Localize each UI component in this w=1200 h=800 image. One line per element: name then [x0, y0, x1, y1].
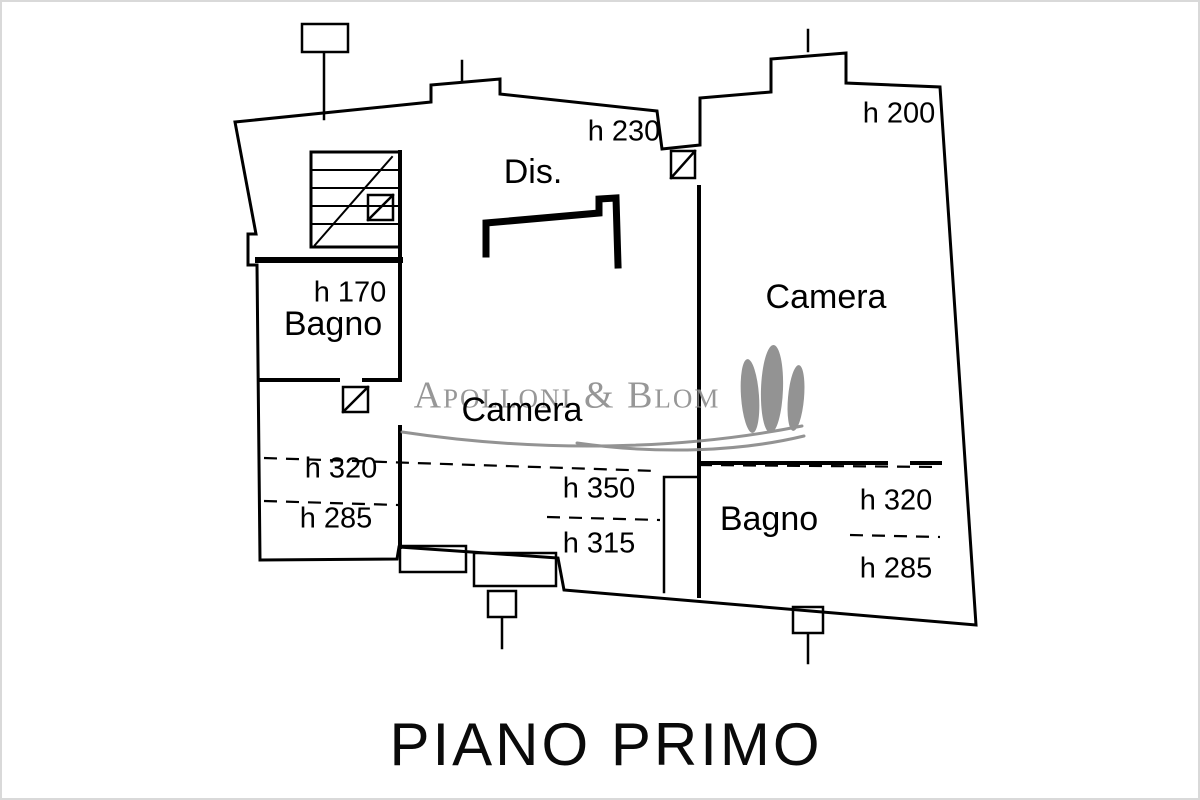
- height-label-h200: h 200: [863, 98, 936, 130]
- height-label-h285-left: h 285: [300, 503, 373, 535]
- height-label-h170: h 170: [314, 277, 387, 309]
- dashed-line-center-short: [546, 515, 661, 522]
- watermark-swoosh-icon: [575, 434, 806, 452]
- room-label-camera-right: Camera: [766, 278, 887, 316]
- watermark-tree-icon: [740, 359, 760, 433]
- bottom-right-chimney: [791, 605, 825, 665]
- walls-group: [233, 51, 978, 627]
- height-label-h315: h 315: [563, 528, 636, 560]
- central-hooked-wall: [482, 194, 622, 269]
- bottom-threshold-a: [398, 544, 468, 574]
- plan-title: PIANO PRIMO: [389, 711, 822, 778]
- watermark-swoosh-icon: [400, 424, 804, 448]
- height-label-h285-right: h 285: [860, 553, 933, 585]
- room-label-bagno-left: Bagno: [284, 305, 382, 343]
- door-symbol-stairs: [366, 193, 395, 222]
- height-label-h320-left: h 320: [305, 453, 378, 485]
- bottom-left-chimney: [486, 589, 518, 650]
- dashed-lines-group: [263, 456, 941, 539]
- door-symbol-dis: [669, 149, 697, 180]
- room-labels-group: Dis. Camera Bagno Camera Bagno: [284, 153, 887, 538]
- dashed-line-left-short: [263, 499, 399, 507]
- room-label-dis: Dis.: [504, 153, 563, 191]
- watermark-tree-icon: [787, 365, 805, 431]
- staircase-steps: [310, 169, 401, 225]
- watermark-text: Apolloni & Blom: [414, 375, 721, 417]
- room-label-camera-center: Camera: [462, 391, 583, 429]
- height-label-h350: h 350: [563, 473, 636, 505]
- dashed-line-right-short: [849, 533, 941, 539]
- top-left-chimney: [300, 22, 350, 121]
- door-symbols-group: [341, 149, 697, 414]
- watermark-group: Apolloni & Blom: [400, 345, 806, 452]
- height-labels-group: h 230 h 200 h 170 h 320 h 350 h 285 h 31…: [300, 98, 936, 585]
- bottom-threshold-b: [472, 551, 558, 588]
- bagno-right-inner-line: [662, 475, 701, 594]
- chimneys-group: [300, 22, 825, 665]
- room-label-bagno-right: Bagno: [720, 500, 818, 538]
- watermark-tree-icon: [760, 345, 784, 433]
- staircase-diagonal: [313, 155, 394, 247]
- height-label-h320-right: h 320: [860, 485, 933, 517]
- dashed-line-right-long: [698, 463, 941, 469]
- height-label-h230: h 230: [588, 116, 661, 148]
- outer-wall: [233, 51, 978, 627]
- door-symbol-bagno-left: [341, 385, 370, 414]
